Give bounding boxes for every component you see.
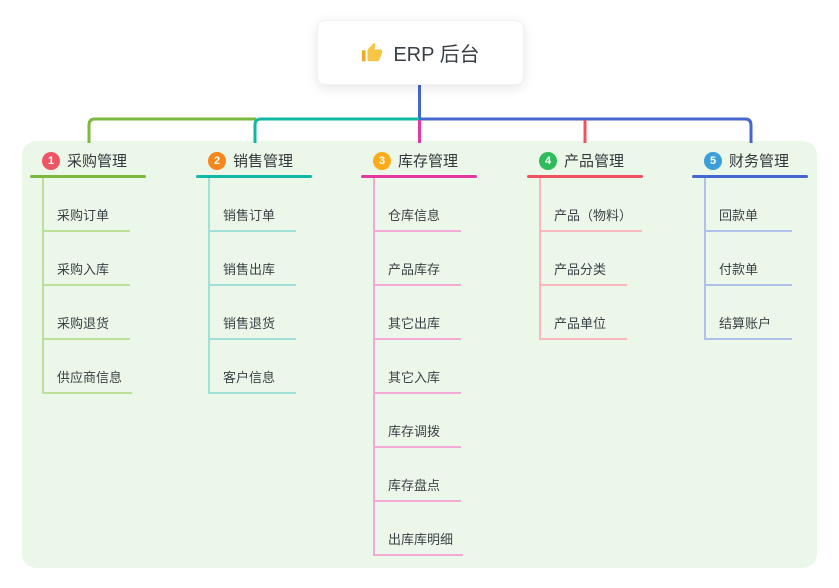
mindmap-child-node[interactable]: 库存调拨 [373, 394, 461, 448]
branch-children: 产品（物料）产品分类产品单位 [539, 178, 643, 340]
mindmap-child-node[interactable]: 产品单位 [539, 286, 627, 340]
branch-2: 2 销售管理销售订单销售出库销售退货客户信息 [196, 146, 312, 394]
mindmap-child-node[interactable]: 其它出库 [373, 286, 461, 340]
mindmap-child-node[interactable]: 回款单 [704, 178, 792, 232]
branch-node-3[interactable]: 3 库存管理 [361, 146, 477, 175]
branch-underline [361, 175, 477, 178]
mindmap-child-node[interactable]: 产品库存 [373, 232, 461, 286]
branch-children: 仓库信息产品库存其它出库其它入库库存调拨库存盘点出库库明细 [373, 178, 477, 556]
mindmap-child-node[interactable]: 销售出库 [208, 232, 296, 286]
branch-node-4[interactable]: 4 产品管理 [527, 146, 643, 175]
mindmap-child-node[interactable]: 供应商信息 [42, 340, 133, 394]
branch-number-badge: 5 [704, 151, 722, 170]
branch-number-badge: 3 [373, 151, 391, 170]
mindmap-child-node[interactable]: 库存盘点 [373, 448, 461, 502]
branch-underline [196, 175, 312, 178]
root-node[interactable]: ERP 后台 [317, 20, 524, 85]
mindmap-background-panel [22, 141, 817, 568]
branch-node-5[interactable]: 5 财务管理 [692, 146, 808, 175]
branch-number-badge: 1 [42, 151, 60, 170]
branch-node-1[interactable]: 1 采购管理 [30, 146, 146, 175]
branch-1: 1 采购管理采购订单采购入库采购退货供应商信息 [30, 146, 146, 394]
mindmap-child-node[interactable]: 客户信息 [208, 340, 296, 394]
connector-branch-1 [87, 117, 256, 143]
branch-label: 库存管理 [398, 153, 459, 170]
branch-node-2[interactable]: 2 销售管理 [196, 146, 312, 175]
mindmap-child-node[interactable]: 采购退货 [42, 286, 130, 340]
connector-branch-5 [419, 117, 753, 143]
mindmap-child-node[interactable]: 其它入库 [373, 340, 461, 394]
mindmap-child-node[interactable]: 结算账户 [704, 286, 792, 340]
mindmap-child-node[interactable]: 销售订单 [208, 178, 296, 232]
branch-3: 3 库存管理仓库信息产品库存其它出库其它入库库存调拨库存盘点出库库明细 [361, 146, 477, 556]
thumbs-up-icon [362, 42, 383, 61]
branch-label: 产品管理 [564, 153, 625, 170]
branch-label: 采购管理 [67, 153, 128, 170]
branch-5: 5 财务管理回款单付款单结算账户 [692, 146, 808, 340]
branch-children: 销售订单销售出库销售退货客户信息 [208, 178, 312, 394]
branch-children: 回款单付款单结算账户 [704, 178, 808, 340]
mindmap-child-node[interactable]: 仓库信息 [373, 178, 461, 232]
branch-underline [692, 175, 808, 178]
mindmap-child-node[interactable]: 付款单 [704, 232, 792, 286]
connector-branch-2 [253, 117, 421, 143]
branch-4: 4 产品管理产品（物料）产品分类产品单位 [527, 146, 643, 340]
child-tree-line [539, 178, 541, 340]
mindmap-child-node[interactable]: 出库库明细 [373, 502, 464, 556]
child-tree-line [373, 178, 375, 556]
mindmap-child-node[interactable]: 产品（物料） [539, 178, 643, 232]
branch-number-badge: 4 [539, 151, 557, 170]
branch-underline [527, 175, 643, 178]
branch-label: 销售管理 [233, 153, 294, 170]
branch-underline [30, 175, 146, 178]
child-tree-line [704, 178, 706, 340]
root-node-label: ERP 后台 [393, 44, 480, 66]
mindmap-child-node[interactable]: 产品分类 [539, 232, 627, 286]
branch-label: 财务管理 [729, 153, 790, 170]
branch-children: 采购订单采购入库采购退货供应商信息 [42, 178, 146, 394]
branch-number-badge: 2 [208, 151, 226, 170]
mindmap-child-node[interactable]: 销售退货 [208, 286, 296, 340]
child-tree-line [208, 178, 210, 394]
mindmap-child-node[interactable]: 采购订单 [42, 178, 130, 232]
child-tree-line [42, 178, 44, 394]
mindmap-child-node[interactable]: 采购入库 [42, 232, 130, 286]
